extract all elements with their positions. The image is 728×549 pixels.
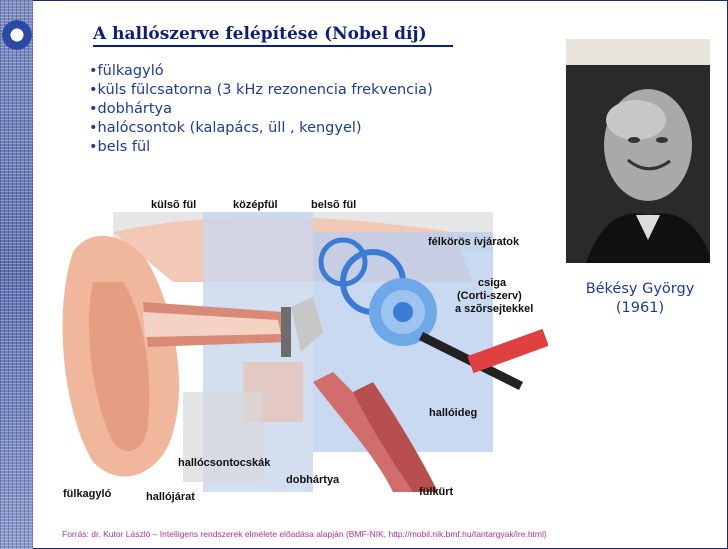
photo-name: Békésy György — [568, 280, 712, 299]
portrait-photo — [566, 39, 710, 263]
ear-diagram: külsõ fül középfül belsõ fül félkörös ív… — [53, 192, 548, 510]
label-ossicles: hallócsontocskák — [178, 457, 270, 469]
label-cochlea: csiga — [478, 277, 506, 289]
title-underline — [93, 45, 453, 47]
label-hair-cells: a szõrsejtekkel — [455, 303, 533, 315]
photo-caption: Békésy György (1961) — [568, 280, 712, 318]
slide-title: A hallószerve felépítése (Nobel díj) — [93, 24, 427, 44]
logo-icon — [2, 20, 32, 50]
label-inner-ear: belsõ fül — [311, 199, 356, 211]
bullet-item: •dobhártya — [89, 100, 433, 119]
photo-year: (1961) — [568, 299, 712, 318]
photo-caption-strip — [566, 39, 710, 65]
bullet-item: •halócsontok (kalapács, üll , kengyel) — [89, 119, 433, 138]
portrait-image — [566, 65, 710, 263]
label-auditory-nerve: hallóideg — [429, 407, 477, 419]
source-footer: Forrás: dr. Kutor László – Intelligens r… — [62, 529, 547, 539]
decorative-sidebar — [0, 0, 33, 549]
bullet-list: •fülkagyló •küls fülcsatorna (3 kHz rezo… — [89, 62, 433, 157]
bullet-item: •bels fül — [89, 138, 433, 157]
label-eardrum: dobhártya — [286, 474, 339, 486]
label-corti-organ: (Corti-szerv) — [457, 290, 522, 302]
label-pinna: fülkagyló — [63, 488, 111, 500]
bullet-item: •küls fülcsatorna (3 kHz rezonencia frek… — [89, 81, 433, 100]
label-eustachian-tube: fülkürt — [419, 486, 453, 498]
label-semicircular-canals: félkörös ívjáratok — [428, 236, 519, 248]
bullet-item: •fülkagyló — [89, 62, 433, 81]
label-ear-canal: hallójárat — [146, 491, 195, 503]
label-outer-ear: külsõ fül — [151, 199, 196, 211]
label-middle-ear: középfül — [233, 199, 278, 211]
